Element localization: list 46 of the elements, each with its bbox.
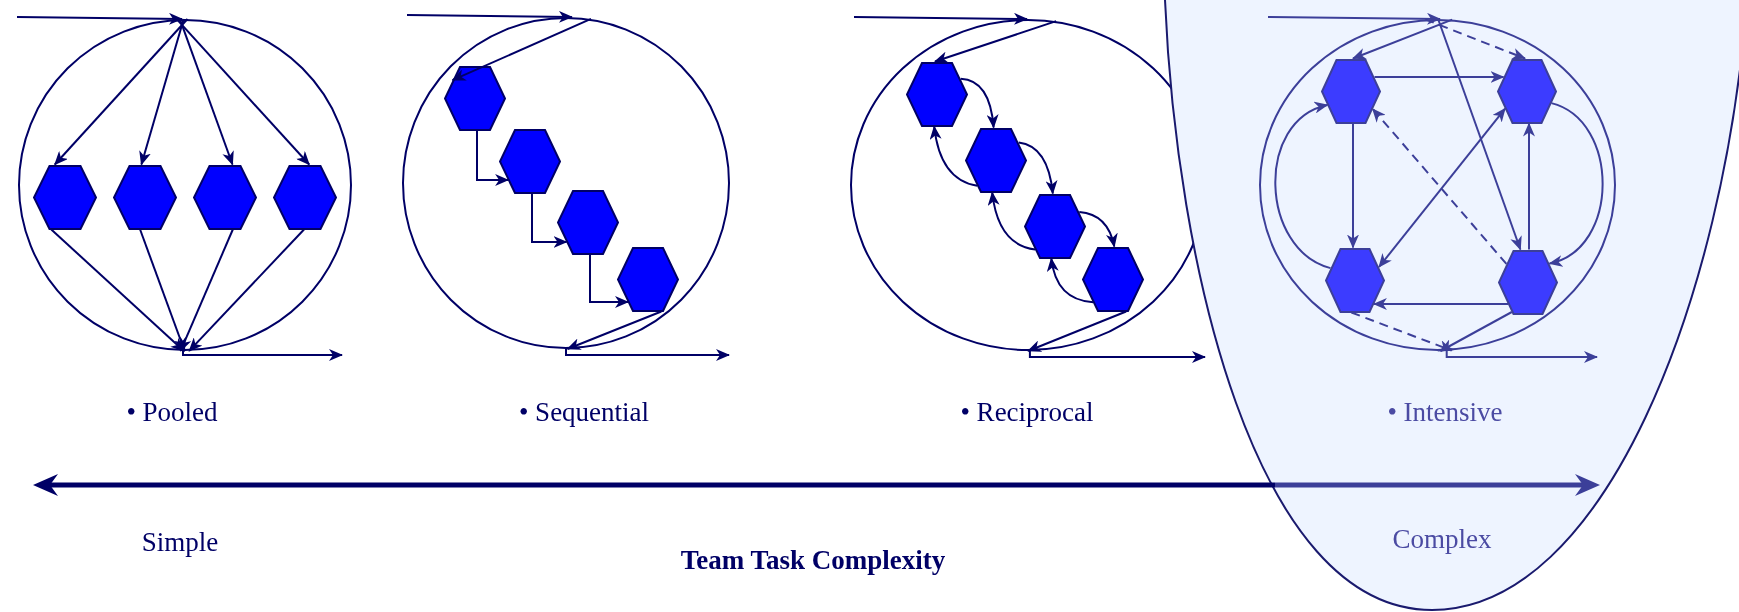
arrow — [1347, 122, 1359, 249]
arrow — [1373, 71, 1505, 83]
arrow — [565, 348, 730, 361]
arrow — [188, 228, 305, 352]
arrow — [1548, 102, 1604, 265]
arrow — [179, 228, 234, 352]
arrow — [988, 191, 1037, 251]
arrow — [1047, 257, 1095, 304]
arrow — [175, 18, 311, 166]
arrow — [1267, 12, 1441, 25]
arrow — [1439, 311, 1513, 352]
arrow — [531, 192, 568, 248]
arrow — [1372, 298, 1510, 310]
region-label: Complex — [1392, 523, 1492, 555]
arrow — [1437, 18, 1522, 251]
arrow — [959, 77, 999, 129]
arrow — [1523, 122, 1535, 251]
arrow — [1078, 210, 1118, 248]
arrow — [853, 12, 1028, 25]
arrow — [139, 18, 185, 166]
arrow — [406, 10, 573, 23]
arrow — [53, 18, 189, 166]
arrow — [1017, 141, 1058, 195]
pattern-label: • Sequential — [518, 396, 650, 428]
arrow — [476, 129, 510, 186]
arrow — [1445, 349, 1598, 363]
arrow — [1424, 18, 1526, 60]
arrow — [934, 20, 1058, 64]
arrow — [930, 125, 979, 187]
arrow — [1027, 310, 1128, 352]
arrow — [139, 228, 186, 352]
axis-title: Team Task Complexity — [680, 544, 946, 576]
arrow — [178, 18, 234, 166]
pattern-label: Simple — [141, 526, 219, 558]
pattern-label: • Reciprocal — [960, 396, 1094, 428]
arrow — [1352, 18, 1454, 60]
pattern-label: • Pooled — [126, 396, 218, 428]
arrow — [1350, 311, 1453, 352]
arrow — [182, 349, 343, 361]
arrow — [566, 310, 663, 350]
region-label: • Intensive — [1387, 396, 1503, 428]
arrow — [589, 253, 629, 308]
arrow — [451, 17, 592, 82]
arrow — [1274, 103, 1332, 270]
arrow — [1028, 350, 1206, 363]
arrow — [16, 12, 183, 25]
